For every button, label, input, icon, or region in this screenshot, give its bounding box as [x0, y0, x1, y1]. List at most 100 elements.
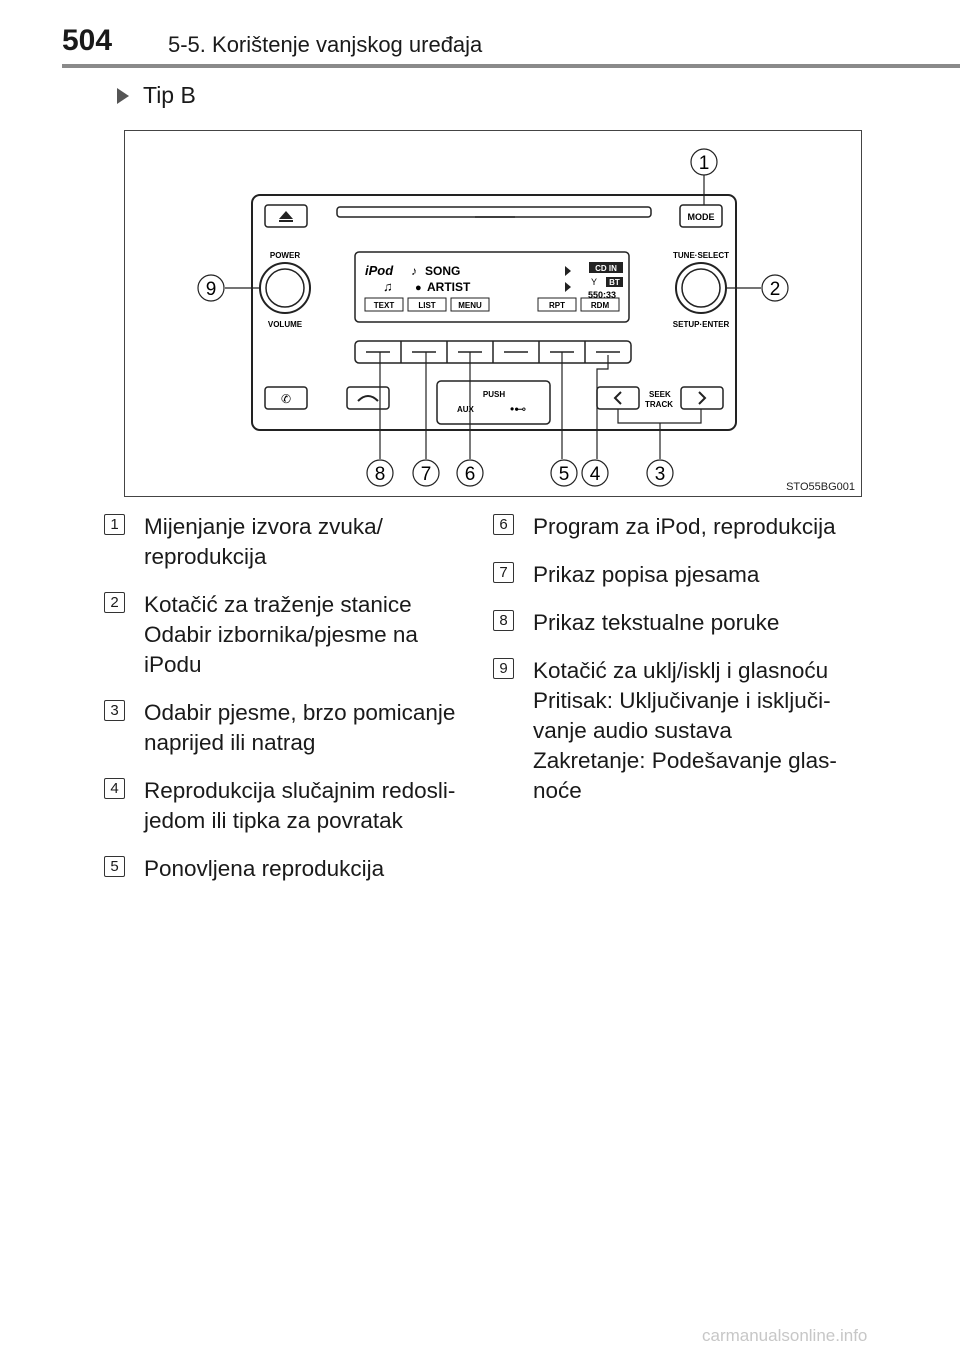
svg-text:5: 5 [559, 464, 570, 485]
tip-label: Tip B [143, 82, 196, 108]
audio-panel-figure: MODE iPod SONG ♪ ♫ ARTIST ● CD IN BT Y 5… [124, 130, 862, 497]
eject-icon [279, 211, 293, 219]
cd-in-label: CD IN [595, 264, 617, 273]
mode-label: MODE [688, 212, 715, 222]
tune-select-label: TUNE·SELECT [673, 251, 729, 260]
softkey-rdm [580, 297, 620, 312]
person-icon: ● [415, 282, 422, 294]
svg-text:4: 4 [590, 464, 601, 485]
item-number-badge: 1 [104, 514, 125, 535]
description-item: 3 Odabir pjesme, brzo pomicanje naprijed… [104, 698, 484, 758]
description-text: Odabir izbornika/pjesme na [144, 622, 418, 647]
item-number-badge: 7 [493, 562, 514, 583]
callout-7: 7 [412, 459, 440, 487]
phone-pickup-icon: ✆ [281, 392, 291, 406]
descriptions-right-column: 6 Program za iPod, reprodukcija 7 Prikaz… [493, 512, 913, 824]
callout-4: 4 [581, 459, 609, 487]
triangle-bullet-icon [117, 87, 129, 104]
cd-slot [336, 206, 652, 218]
figure-code: STO55BG001 [786, 481, 855, 493]
seek-back-button [596, 386, 640, 410]
description-item: 8 Prikaz tekstualne poruke [493, 608, 913, 638]
svg-text:7: 7 [421, 464, 432, 485]
description-item: 9 Kotačić za uklj/isklj i glasnoću Priti… [493, 656, 913, 806]
seek-forward-button [680, 386, 724, 410]
softkey-menu [450, 297, 490, 312]
softkey-list [407, 297, 447, 312]
softkey-rpt-label: RPT [549, 301, 565, 310]
softkey-text [364, 297, 404, 312]
page-header: 504 5-5. Korištenje vanjskog uređaja [0, 0, 960, 68]
description-item: 2 Kotačić za traženje stanice Odabir izb… [104, 590, 484, 680]
callout-3: 3 [646, 459, 674, 487]
svg-text:8: 8 [375, 464, 386, 485]
descriptions-left-column: 1 Mijenjanje izvora zvuka/ reprodukcija … [104, 512, 484, 902]
description-text: Program za iPod, reprodukcija [533, 514, 836, 539]
audio-panel-diagram: MODE iPod SONG ♪ ♫ ARTIST ● CD IN BT Y 5… [197, 148, 789, 487]
callout-5: 5 [550, 459, 578, 487]
page-number: 504 [62, 24, 113, 57]
phone-hangup-button [346, 386, 390, 410]
callout-2: 2 [761, 274, 789, 302]
item-number-badge: 4 [104, 778, 125, 799]
description-text: iPodu [144, 652, 202, 677]
item-number-badge: 6 [493, 514, 514, 535]
description-text: jedom ili tipka za povratak [144, 808, 403, 833]
description-text: Kotačić za uklj/isklj i glasnoću [533, 658, 829, 683]
chevron-left-icon [613, 391, 622, 405]
seek-label: SEEK [649, 390, 671, 399]
softkey-rdm-label: RDM [591, 301, 610, 310]
volume-label: VOLUME [268, 320, 303, 329]
callout-8: 8 [366, 459, 394, 487]
header-rule [62, 64, 960, 68]
leader-lines [225, 175, 761, 459]
mode-button [679, 204, 723, 228]
description-text: noće [533, 778, 582, 803]
chevron-right-icon [698, 391, 707, 405]
bt-label: BT [609, 278, 620, 287]
bt-indicator [606, 277, 623, 287]
description-text: Pritisak: Uključivanje i isključi- [533, 688, 831, 713]
description-text: vanje audio sustava [533, 718, 732, 743]
callout-1: 1 [690, 148, 718, 176]
setup-enter-label: SETUP·ENTER [673, 320, 730, 329]
description-item: 5 Ponovljena reprodukcija [104, 854, 484, 884]
softkey-menu-label: MENU [458, 301, 482, 310]
softkey-text-label: TEXT [374, 301, 395, 310]
note-icon: ♪ [411, 264, 417, 278]
display-artist: ARTIST [427, 280, 471, 294]
svg-text:6: 6 [465, 464, 476, 485]
svg-text:2: 2 [770, 279, 781, 300]
display-ipod: iPod [365, 263, 394, 278]
description-text: Prikaz tekstualne poruke [533, 610, 780, 635]
usb-icon: •⊷ [510, 402, 526, 416]
description-text: Odabir pjesme, brzo pomicanje [144, 700, 456, 725]
description-item: 1 Mijenjanje izvora zvuka/ reprodukcija [104, 512, 484, 572]
preset-buttons [354, 340, 632, 364]
item-number-badge: 2 [104, 592, 125, 613]
music-icon: ♫ [383, 279, 393, 294]
item-number-badge: 3 [104, 700, 125, 721]
callout-9: 9 [197, 274, 225, 302]
callout-6: 6 [456, 459, 484, 487]
description-text: Zakretanje: Podešavanje glas- [533, 748, 837, 773]
track-label: TRACK [645, 400, 673, 409]
tip-heading: Tip B [117, 82, 196, 109]
description-text: Kotačić za traženje stanice [144, 592, 412, 617]
description-text: Prikaz popisa pjesama [533, 562, 760, 587]
description-text: Mijenjanje izvora zvuka/ [144, 514, 383, 539]
display-song: SONG [425, 264, 460, 278]
aux-label: AUX [457, 405, 475, 414]
svg-text:1: 1 [699, 153, 710, 174]
description-text: reprodukcija [144, 544, 267, 569]
display-time: 550:33 [588, 290, 616, 300]
svg-text:3: 3 [655, 464, 666, 485]
signal-icon: Y [591, 277, 597, 287]
aux-usb-cover [436, 380, 551, 425]
phone-pickup-button [264, 386, 308, 410]
watermark: carmanualsonline.info [702, 1326, 868, 1345]
power-label: POWER [270, 251, 300, 260]
description-text: naprijed ili natrag [144, 730, 316, 755]
description-text: Reprodukcija slučajnim redosli- [144, 778, 456, 803]
softkey-rpt [537, 297, 577, 312]
